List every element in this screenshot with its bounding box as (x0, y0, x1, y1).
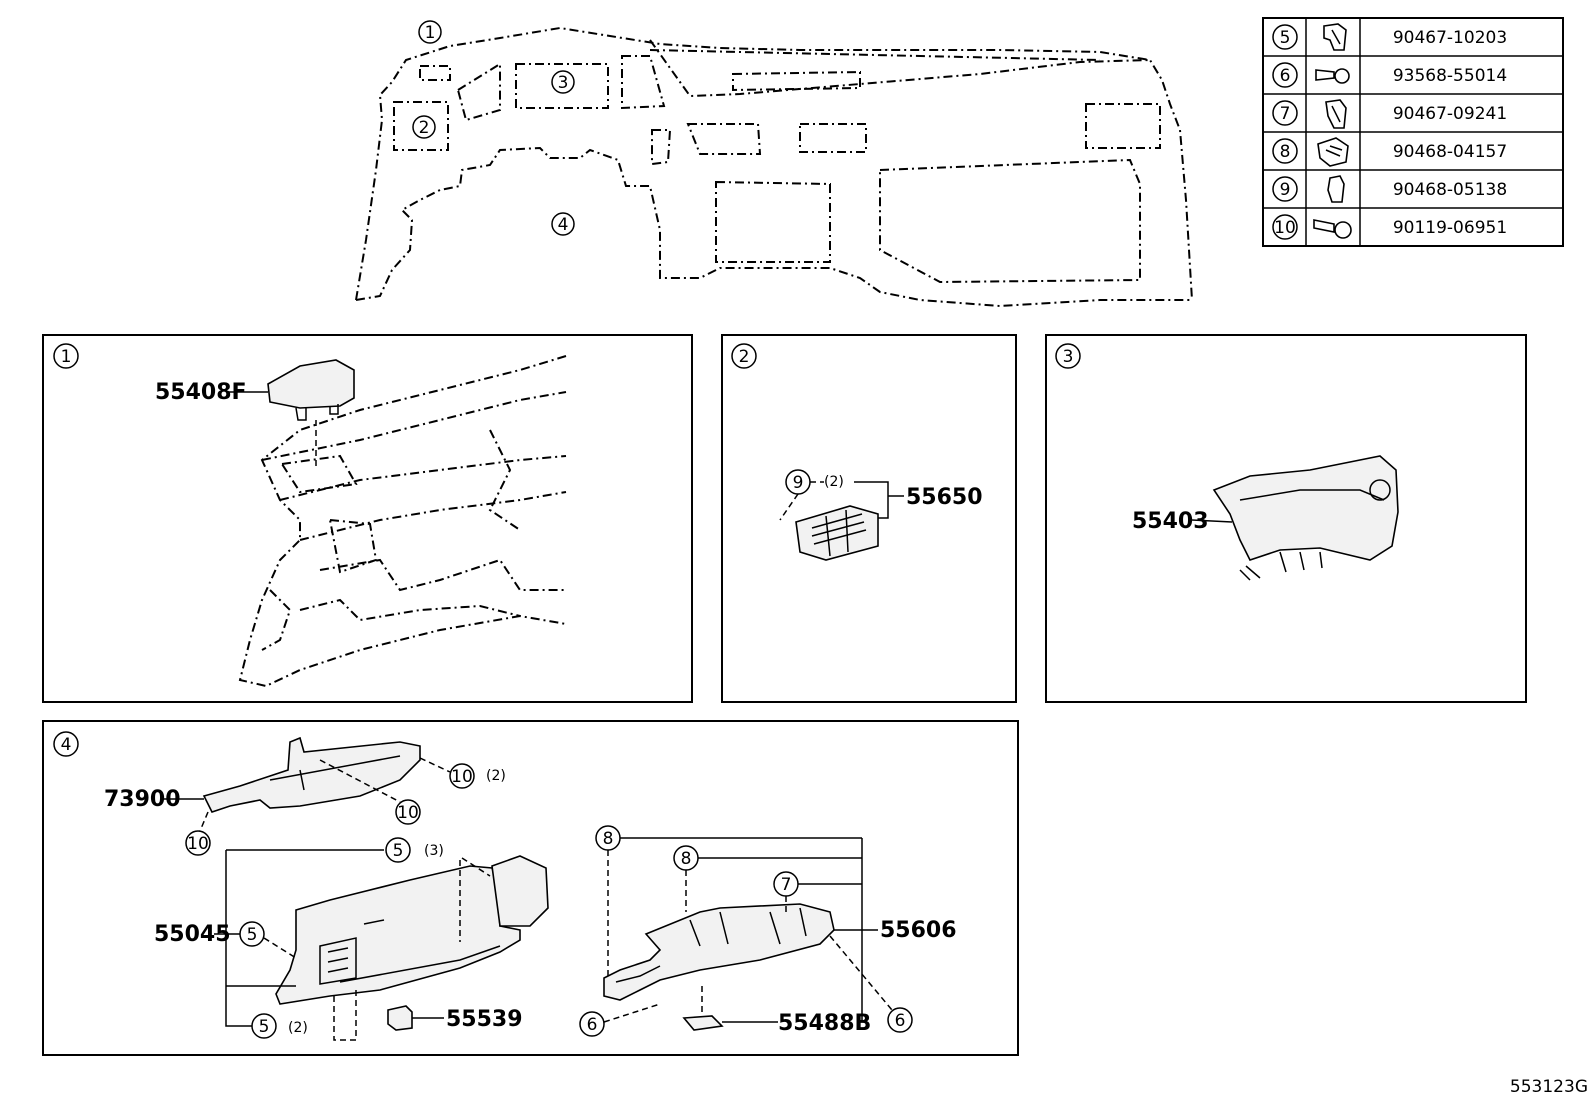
svg-text:7: 7 (1280, 104, 1291, 124)
part-number-label: 73900 (104, 787, 181, 812)
overview-zone-2[interactable]: 2 (412, 115, 436, 139)
part-number-label: 55488B (778, 1011, 871, 1036)
clip-icon (1325, 99, 1347, 129)
svg-text:10: 10 (451, 767, 473, 787)
table-row[interactable]: 5 90467-10203 (1272, 23, 1507, 51)
svg-text:(2): (2) (288, 1020, 308, 1036)
part-55606-under-cover[interactable] (603, 903, 835, 1001)
part-55403-meter-hood[interactable] (1212, 455, 1399, 581)
panel-2: 2 9 (2) 55650 (721, 334, 1017, 703)
svg-text:10: 10 (1274, 218, 1296, 238)
svg-text:2: 2 (419, 118, 430, 138)
part-55408F-garnish[interactable] (267, 359, 355, 421)
part-55045-lower-panel[interactable] (275, 855, 549, 1005)
svg-text:3: 3 (1063, 347, 1074, 367)
svg-text:4: 4 (61, 735, 72, 755)
svg-text:(3): (3) (424, 843, 444, 859)
svg-text:90468-04157: 90468-04157 (1393, 142, 1507, 162)
table-row[interactable]: 10 90119-06951 (1272, 214, 1507, 240)
screw-icon (1315, 68, 1350, 84)
table-row[interactable]: 8 90468-04157 (1272, 137, 1507, 167)
callout-9[interactable]: 9 (785, 469, 811, 495)
part-number-label: 55650 (906, 485, 983, 510)
svg-text:8: 8 (681, 849, 692, 869)
svg-text:9: 9 (1280, 180, 1291, 200)
svg-text:6: 6 (587, 1015, 598, 1035)
callout-8[interactable]: 8 (673, 845, 699, 871)
part-number-label: 55045 (154, 922, 231, 947)
table-row[interactable]: 6 93568-55014 (1272, 62, 1507, 88)
svg-text:90119-06951: 90119-06951 (1393, 218, 1507, 238)
overview-zone-4[interactable]: 4 (551, 212, 575, 236)
bolt-icon (1313, 219, 1352, 239)
fastener-table: 5 90467-10203 6 93568-55014 7 90467-0924… (1262, 17, 1564, 247)
part-number-label: 55408F (155, 380, 247, 405)
svg-text:10: 10 (397, 803, 419, 823)
svg-text:6: 6 (1280, 66, 1291, 86)
part-55539-clip[interactable] (387, 1005, 413, 1031)
svg-text:90468-05138: 90468-05138 (1393, 180, 1507, 200)
part-number-label: 55606 (880, 918, 957, 943)
svg-text:8: 8 (1280, 142, 1291, 162)
callout-7[interactable]: 7 (773, 871, 799, 897)
svg-text:5: 5 (1280, 28, 1291, 48)
panel-1: 1 55408F (42, 334, 693, 703)
svg-text:5: 5 (393, 841, 404, 861)
clip-icon (1323, 23, 1347, 51)
callout-5[interactable]: 5 (239, 921, 265, 947)
svg-text:10: 10 (187, 834, 209, 854)
panel-4: 4 73900 10 (2) 10 10 (42, 720, 1019, 1056)
svg-text:5: 5 (259, 1017, 270, 1037)
part-73900-bracket[interactable] (202, 736, 421, 813)
clip-icon (1327, 175, 1345, 203)
table-row[interactable]: 9 90468-05138 (1272, 175, 1507, 203)
svg-text:90467-09241: 90467-09241 (1393, 104, 1507, 124)
svg-text:3: 3 (558, 73, 569, 93)
svg-text:7: 7 (781, 875, 792, 895)
svg-text:(2): (2) (824, 474, 844, 490)
svg-text:1: 1 (61, 347, 72, 367)
callout-10[interactable]: 10 (395, 799, 421, 825)
svg-text:8: 8 (603, 829, 614, 849)
svg-text:1: 1 (425, 23, 436, 43)
svg-text:90467-10203: 90467-10203 (1393, 28, 1507, 48)
clamp-icon (1317, 137, 1349, 167)
dashboard-frame-illustration (238, 355, 567, 688)
callout-5-qty[interactable]: 5 (385, 837, 411, 863)
svg-text:(2): (2) (486, 768, 506, 784)
callout-8[interactable]: 8 (595, 825, 621, 851)
svg-text:6: 6 (895, 1011, 906, 1031)
table-row[interactable]: 7 90467-09241 (1272, 99, 1507, 129)
part-number-label: 55539 (446, 1007, 523, 1032)
callout-10[interactable]: 10 (185, 830, 211, 856)
svg-text:9: 9 (793, 473, 804, 493)
svg-text:2: 2 (739, 347, 750, 367)
svg-text:4: 4 (558, 215, 569, 235)
diagram-id: 553123G (1510, 1077, 1588, 1097)
overview-zone-3[interactable]: 3 (551, 70, 575, 94)
part-number-label: 55403 (1132, 509, 1209, 534)
part-55650-air-vent[interactable] (795, 505, 879, 561)
svg-text:93568-55014: 93568-55014 (1393, 66, 1507, 86)
overview-dashboard: 1 2 3 4 (355, 20, 1193, 308)
callout-5-qty[interactable]: 5 (251, 1013, 277, 1039)
panel-3: 3 55403 (1045, 334, 1527, 703)
overview-zone-1[interactable]: 1 (418, 20, 442, 44)
part-55488B-pad[interactable] (682, 1015, 724, 1031)
svg-text:5: 5 (247, 925, 258, 945)
callout-6[interactable]: 6 (887, 1007, 913, 1033)
callout-10-qty[interactable]: 10 (449, 763, 475, 789)
callout-6[interactable]: 6 (579, 1011, 605, 1037)
